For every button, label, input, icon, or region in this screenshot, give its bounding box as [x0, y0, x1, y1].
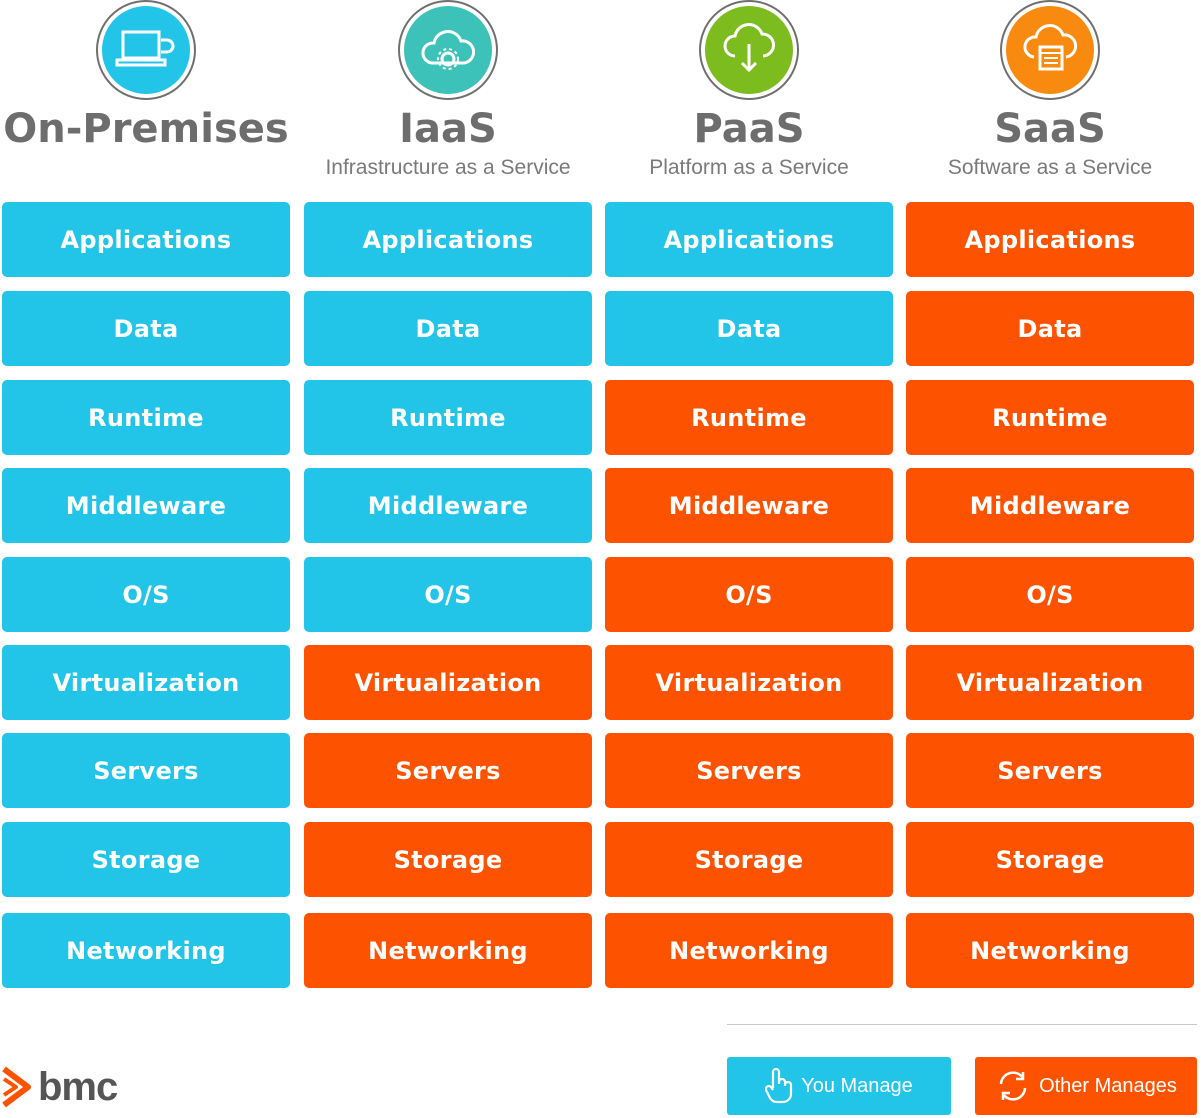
layer-cell-virtualization: Virtualization	[605, 645, 893, 720]
column-title: SaaS	[994, 106, 1106, 152]
column-paas: PaaS Platform as a Service	[605, 0, 893, 200]
logo-text: bmc	[38, 1064, 118, 1109]
icon-ring	[398, 0, 498, 100]
layer-cell-applications: Applications	[605, 202, 893, 277]
layer-cell-applications: Applications	[2, 202, 290, 277]
layer-cell-data: Data	[605, 291, 893, 366]
layer-cell-servers: Servers	[304, 733, 592, 808]
layer-cell-o-s: O/S	[906, 557, 1194, 632]
column-subtitle: Software as a Service	[947, 156, 1153, 179]
column-header: IaaS Infrastructure as a Service	[304, 0, 592, 200]
column-iaas: IaaS Infrastructure as a Service	[304, 0, 592, 200]
cloud-window-icon	[1006, 6, 1094, 94]
layer-cell-networking: Networking	[304, 913, 592, 988]
layer-cell-runtime: Runtime	[2, 380, 290, 455]
column-title: PaaS	[693, 106, 805, 152]
icon-ring	[96, 0, 196, 100]
layer-cell-applications: Applications	[304, 202, 592, 277]
layer-cell-middleware: Middleware	[605, 468, 893, 543]
layer-cell-middleware: Middleware	[304, 468, 592, 543]
layer-cell-runtime: Runtime	[304, 380, 592, 455]
layer-cell-servers: Servers	[605, 733, 893, 808]
column-title: On-Premises	[3, 106, 289, 152]
layer-cell-runtime: Runtime	[906, 380, 1194, 455]
layer-cell-data: Data	[2, 291, 290, 366]
layer-cell-storage: Storage	[304, 822, 592, 897]
column-subtitle: Infrastructure as a Service	[325, 156, 571, 179]
column-header: On-Premises	[2, 0, 290, 200]
layer-cell-virtualization: Virtualization	[304, 645, 592, 720]
legend-you-manage: You Manage	[727, 1057, 951, 1115]
layer-cell-middleware: Middleware	[906, 468, 1194, 543]
column-on-premises: On-Premises	[2, 0, 290, 200]
layer-cell-o-s: O/S	[605, 557, 893, 632]
layer-cell-storage: Storage	[605, 822, 893, 897]
column-header: SaaS Software as a Service	[906, 0, 1194, 200]
bmc-chevron-icon	[2, 1066, 31, 1108]
legend-label: Other Manages	[1039, 1074, 1177, 1097]
layer-cell-virtualization: Virtualization	[906, 645, 1194, 720]
cloud-download-icon	[705, 6, 793, 94]
column-saas: SaaS Software as a Service	[906, 0, 1194, 200]
column-title: IaaS	[399, 106, 497, 152]
laptop-icon	[102, 6, 190, 94]
layer-cell-storage: Storage	[906, 822, 1194, 897]
layer-cell-networking: Networking	[2, 913, 290, 988]
layer-cell-storage: Storage	[2, 822, 290, 897]
hand-pointer-icon	[765, 1068, 793, 1104]
layer-cell-servers: Servers	[2, 733, 290, 808]
layer-cell-runtime: Runtime	[605, 380, 893, 455]
layer-cell-virtualization: Virtualization	[2, 645, 290, 720]
layer-cell-networking: Networking	[605, 913, 893, 988]
layer-cell-data: Data	[304, 291, 592, 366]
layer-cell-data: Data	[906, 291, 1194, 366]
legend-label: You Manage	[801, 1074, 913, 1097]
bmc-logo: bmc	[0, 1062, 118, 1112]
column-subtitle: Platform as a Service	[649, 156, 849, 179]
refresh-arrows-icon	[999, 1071, 1027, 1101]
layer-cell-o-s: O/S	[304, 557, 592, 632]
layer-cell-middleware: Middleware	[2, 468, 290, 543]
icon-ring	[1000, 0, 1100, 100]
layer-cell-o-s: O/S	[2, 557, 290, 632]
icon-ring	[699, 0, 799, 100]
layer-cell-servers: Servers	[906, 733, 1194, 808]
layer-cell-applications: Applications	[906, 202, 1194, 277]
legend-other-manages: Other Manages	[975, 1057, 1197, 1115]
column-header: PaaS Platform as a Service	[605, 0, 893, 200]
layer-cell-networking: Networking	[906, 913, 1194, 988]
cloud-gear-icon	[404, 6, 492, 94]
legend-divider	[727, 1024, 1197, 1025]
